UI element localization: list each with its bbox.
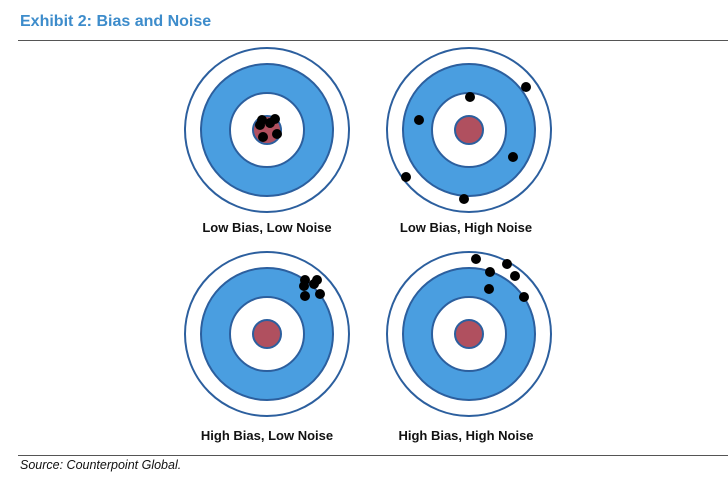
shot-dot: [485, 267, 495, 277]
shot-dot: [315, 289, 325, 299]
shot-dot: [265, 118, 275, 128]
shot-dot: [414, 115, 424, 125]
source-note: Source: Counterpoint Global.: [20, 458, 182, 472]
target-label-low-bias-low-noise: Low Bias, Low Noise: [202, 220, 332, 235]
shot-dot: [272, 129, 282, 139]
shot-dot: [309, 279, 319, 289]
shot-dot: [459, 194, 469, 204]
target-high-bias-high-noise: [386, 251, 552, 417]
target-label-low-bias-high-noise: Low Bias, High Noise: [399, 220, 533, 235]
bullseye: [454, 319, 484, 349]
shot-dot: [258, 132, 268, 142]
target-label-high-bias-low-noise: High Bias, Low Noise: [200, 428, 334, 443]
shot-dot: [521, 82, 531, 92]
shot-dot: [502, 259, 512, 269]
bottom-divider: [18, 455, 728, 456]
shot-dot: [508, 152, 518, 162]
shot-dot: [465, 92, 475, 102]
shot-dot: [471, 254, 481, 264]
shot-dot: [255, 120, 265, 130]
shot-dot: [300, 291, 310, 301]
target-label-high-bias-high-noise: High Bias, High Noise: [398, 428, 534, 443]
shot-dot: [299, 281, 309, 291]
exhibit-title: Exhibit 2: Bias and Noise: [20, 13, 212, 30]
shot-dot: [510, 271, 520, 281]
top-divider: [18, 40, 728, 41]
target-high-bias-low-noise: [184, 251, 350, 417]
shot-dot: [484, 284, 494, 294]
bullseye: [454, 115, 484, 145]
shot-dot: [401, 172, 411, 182]
target-low-bias-high-noise: [386, 47, 552, 213]
target-low-bias-low-noise: [184, 47, 350, 213]
shot-dot: [519, 292, 529, 302]
bullseye: [252, 319, 282, 349]
